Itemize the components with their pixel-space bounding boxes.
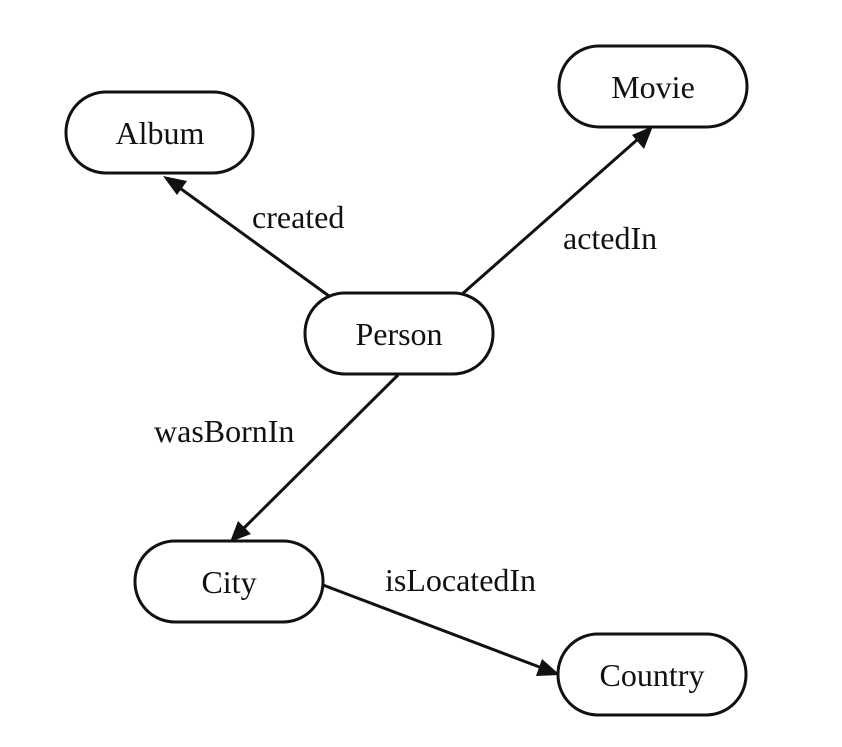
- edge-acted-in-label: actedIn: [563, 220, 657, 256]
- edge-is-located-in-line: [322, 583, 543, 670]
- node-country: Country: [556, 632, 748, 717]
- edge-was-born-in-line: [242, 373, 400, 530]
- node-city-label: City: [201, 564, 256, 600]
- node-movie-shape: [557, 44, 749, 129]
- edge-created-label: created: [252, 199, 344, 235]
- node-city-shape: [133, 539, 325, 624]
- edge-created-line: [176, 184, 330, 298]
- edge-was-born-in-label: wasBornIn: [154, 413, 294, 449]
- edge-was-born-in: wasBornIn: [154, 373, 400, 542]
- node-movie-label: Movie: [611, 69, 695, 105]
- node-album: Album: [64, 90, 255, 175]
- node-album-shape: [64, 90, 255, 175]
- node-person: Person: [303, 291, 495, 376]
- edge-acted-in-arrowhead: [632, 126, 653, 149]
- node-person-shape: [303, 291, 495, 376]
- edge-is-located-in: isLocatedIn: [322, 562, 560, 676]
- edge-created-arrowhead: [163, 176, 187, 195]
- edge-is-located-in-arrowhead: [536, 659, 560, 676]
- node-album-label: Album: [116, 115, 205, 151]
- node-city: City: [133, 539, 325, 624]
- node-country-label: Country: [600, 657, 705, 693]
- node-person-label: Person: [355, 316, 442, 352]
- node-movie: Movie: [557, 44, 749, 129]
- edge-is-located-in-label: isLocatedIn: [385, 562, 536, 598]
- edge-created: created: [163, 176, 344, 298]
- edge-was-born-in-arrowhead: [230, 521, 251, 542]
- edge-acted-in: actedIn: [460, 126, 657, 297]
- edge-acted-in-line: [460, 137, 639, 297]
- node-country-shape: [556, 632, 748, 717]
